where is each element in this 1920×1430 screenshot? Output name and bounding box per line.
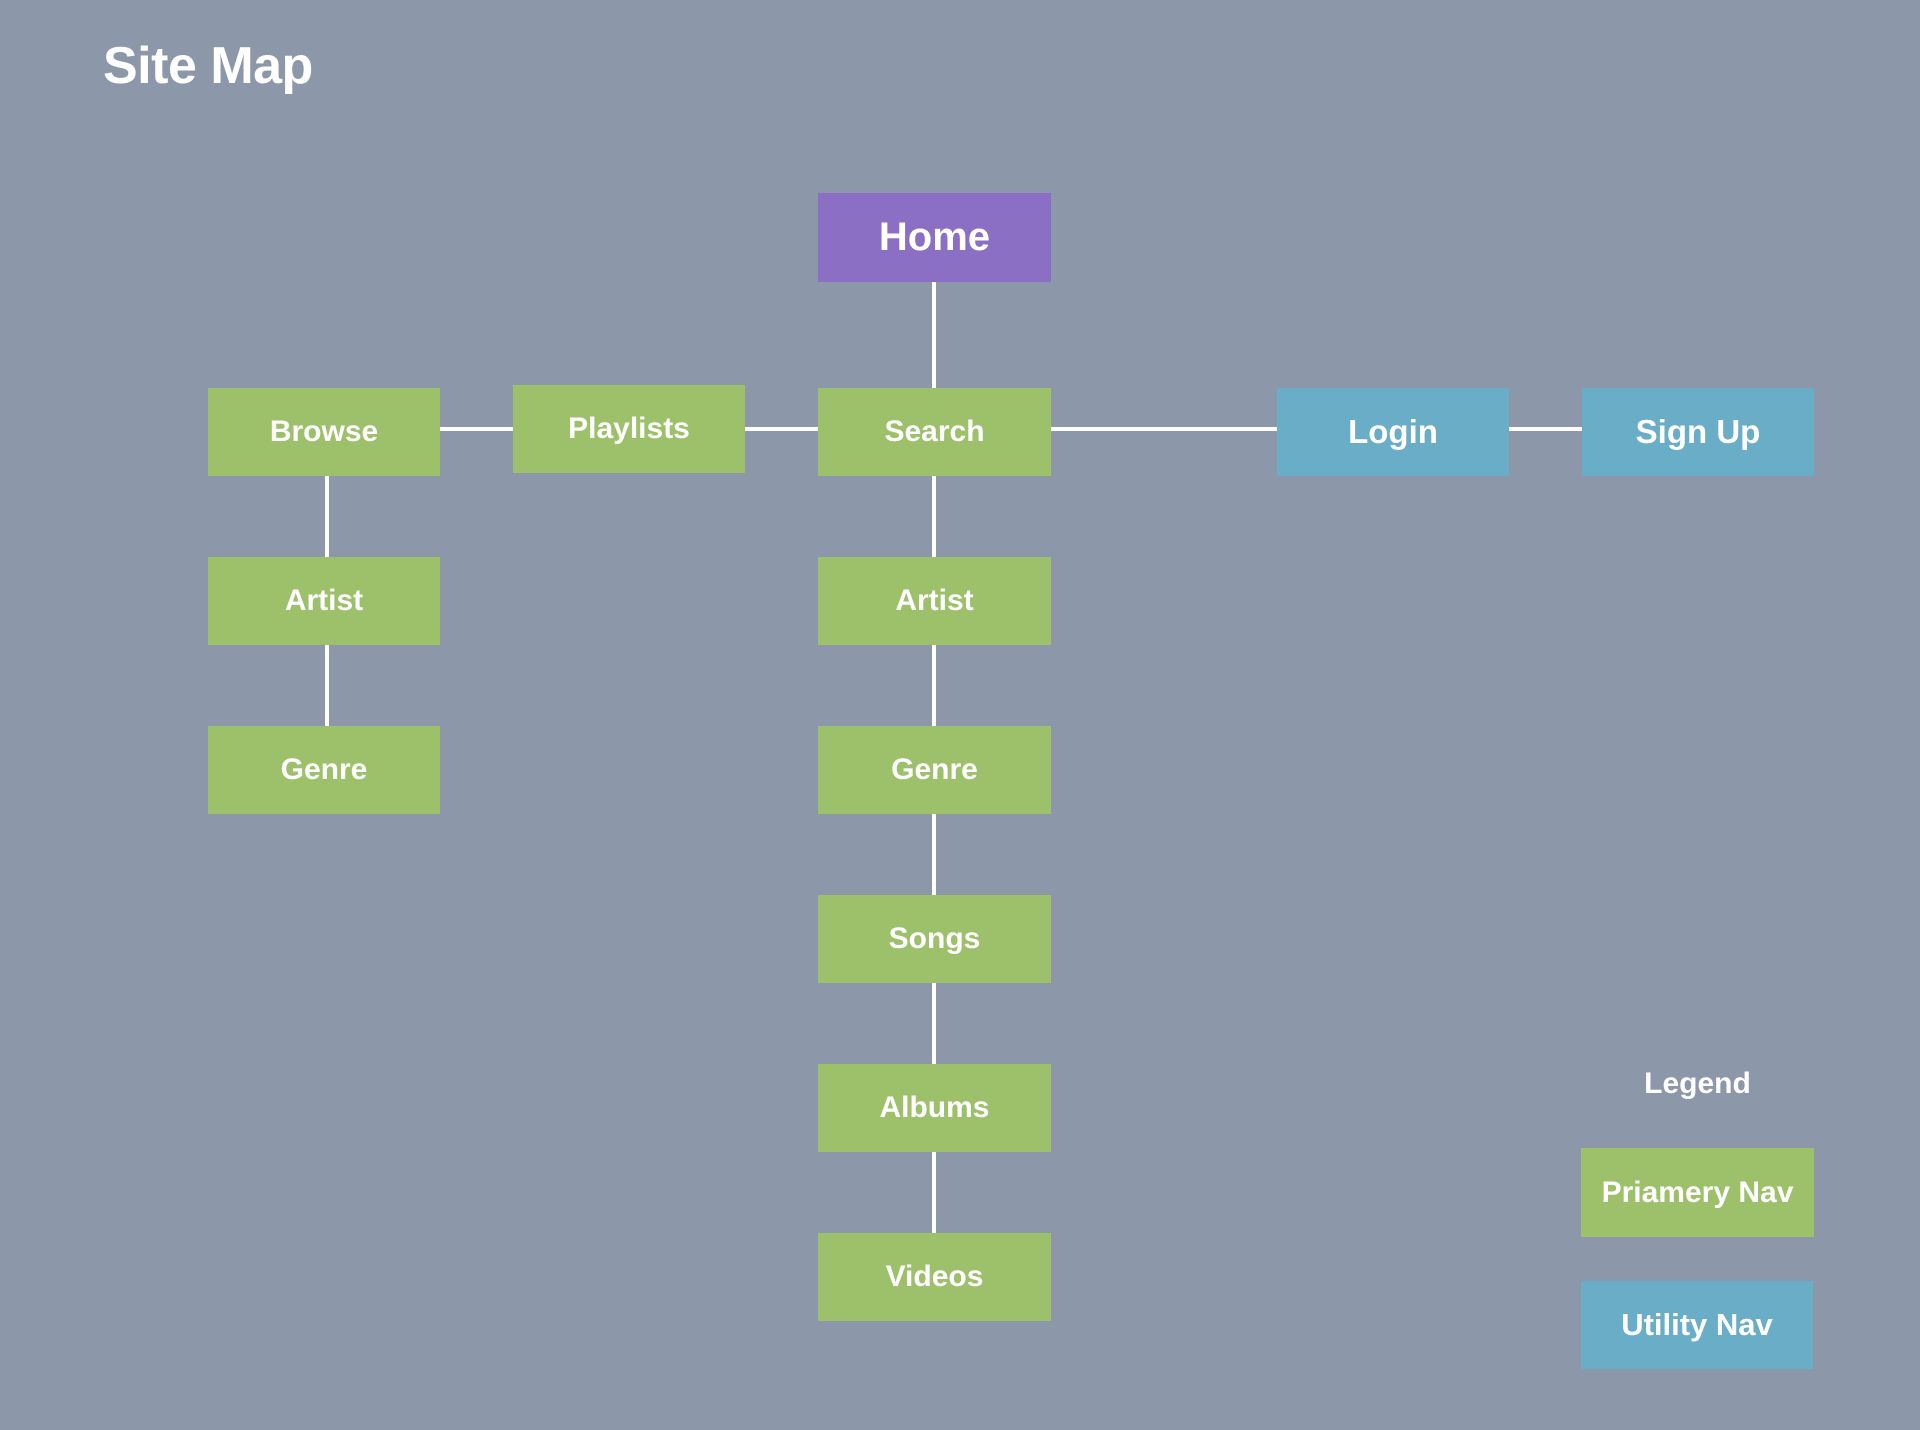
legend-title: Legend bbox=[1644, 1067, 1751, 1100]
home-node[interactable]: Home bbox=[818, 193, 1051, 282]
search-artist-node-label: Artist bbox=[895, 584, 974, 617]
albums-node[interactable]: Albums bbox=[818, 1064, 1051, 1152]
connector-browse-playlists bbox=[440, 427, 513, 431]
page-title: Site Map bbox=[103, 37, 313, 95]
browse-node-label: Browse bbox=[269, 415, 379, 448]
browse-node[interactable]: Browse bbox=[208, 388, 440, 476]
connector-home-search bbox=[932, 282, 936, 388]
songs-node-label: Songs bbox=[888, 922, 981, 955]
sign-up-node[interactable]: Sign Up bbox=[1582, 388, 1814, 476]
connector-browse-artist bbox=[325, 476, 329, 557]
legend-utility-nav-label: Utility Nav bbox=[1621, 1307, 1773, 1342]
songs-node[interactable]: Songs bbox=[818, 895, 1051, 983]
playlists-node[interactable]: Playlists bbox=[513, 385, 745, 473]
connector-albums-videos bbox=[932, 1152, 936, 1233]
sign-up-node-label: Sign Up bbox=[1635, 413, 1761, 450]
videos-node[interactable]: Videos bbox=[818, 1233, 1051, 1321]
search-genre-node-label: Genre bbox=[891, 753, 978, 786]
connector-playlists-search bbox=[745, 427, 818, 431]
connector-login-signup bbox=[1509, 427, 1582, 431]
browse-artist-node[interactable]: Artist bbox=[208, 557, 440, 645]
search-node[interactable]: Search bbox=[818, 388, 1051, 476]
playlists-node-label: Playlists bbox=[568, 412, 690, 445]
connector-artist-genre-center bbox=[932, 645, 936, 726]
connector-songs-albums bbox=[932, 983, 936, 1064]
home-node-label: Home bbox=[878, 215, 991, 259]
browse-artist-node-label: Artist bbox=[284, 584, 364, 617]
connector-search-login bbox=[1051, 427, 1277, 431]
login-node[interactable]: Login bbox=[1277, 388, 1509, 476]
search-node-label: Search bbox=[884, 415, 985, 448]
legend-utility-nav-swatch: Utility Nav bbox=[1581, 1281, 1813, 1369]
connector-search-artist bbox=[932, 476, 936, 557]
albums-node-label: Albums bbox=[879, 1091, 990, 1124]
search-genre-node[interactable]: Genre bbox=[818, 726, 1051, 814]
videos-node-label: Videos bbox=[885, 1260, 984, 1293]
browse-genre-node-label: Genre bbox=[280, 753, 368, 786]
connector-genre-songs bbox=[932, 814, 936, 895]
browse-genre-node[interactable]: Genre bbox=[208, 726, 440, 814]
login-node-label: Login bbox=[1348, 413, 1438, 450]
legend-primary-nav-label: Priamery Nav bbox=[1601, 1175, 1794, 1209]
connector-artist-genre-left bbox=[325, 645, 329, 726]
legend-primary-nav-swatch: Priamery Nav bbox=[1581, 1148, 1814, 1237]
search-artist-node[interactable]: Artist bbox=[818, 557, 1051, 645]
